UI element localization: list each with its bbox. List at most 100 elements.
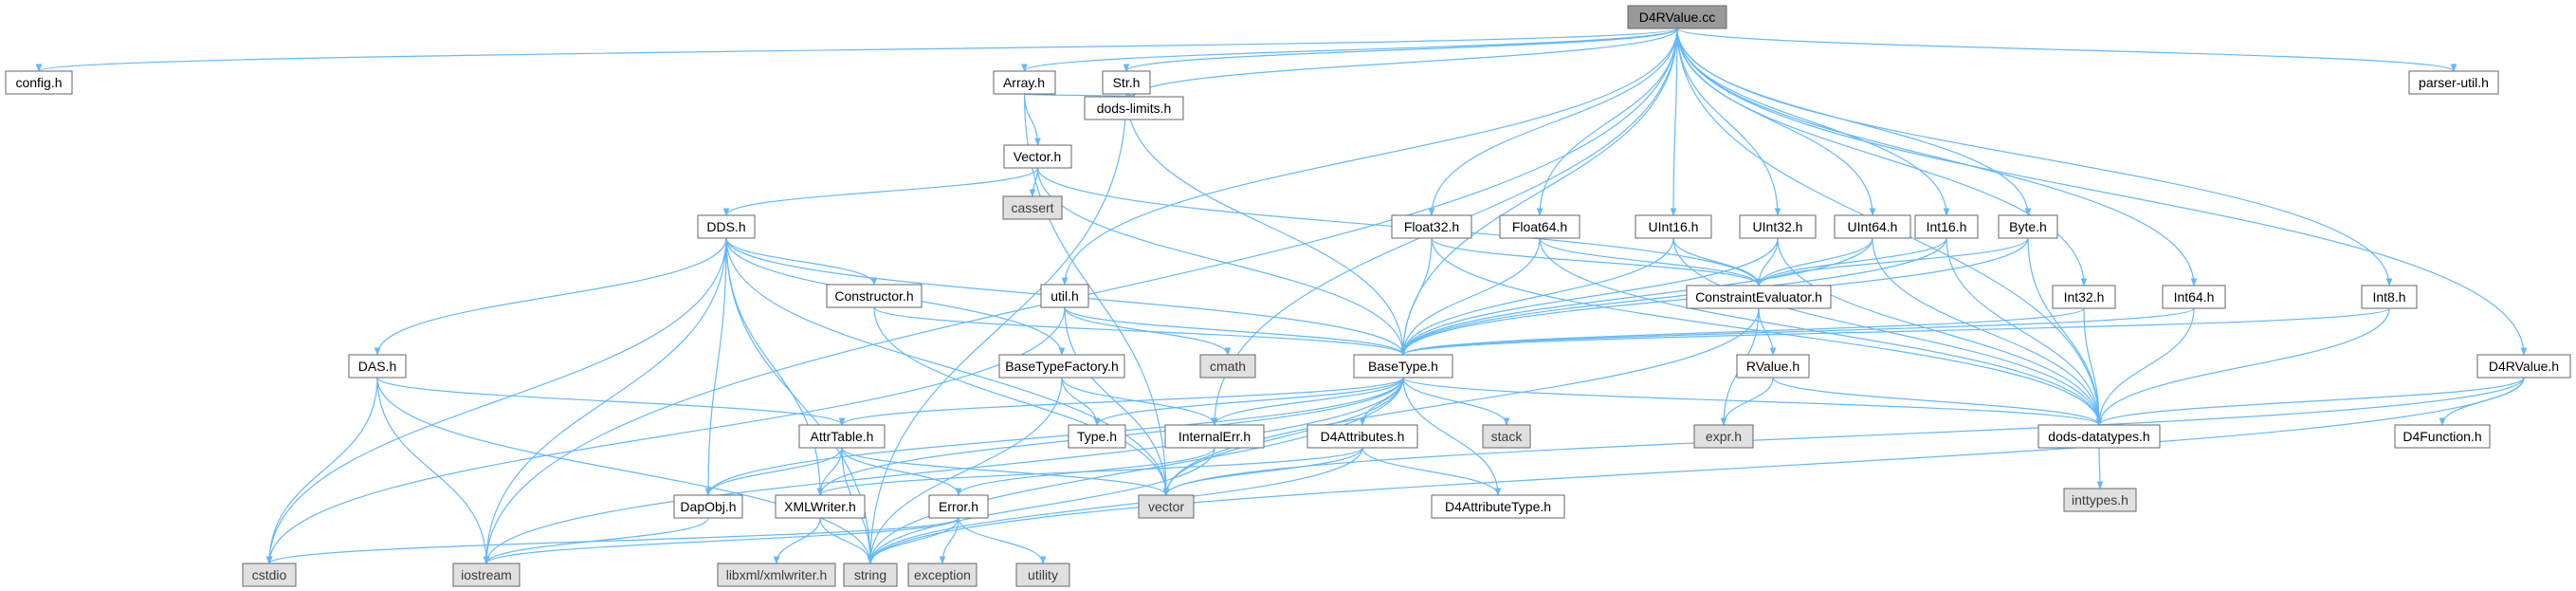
edge-das-h-to-iostream	[376, 377, 490, 564]
node-util-h[interactable]: util.h	[1040, 284, 1089, 308]
node-type-h-label: Type.h	[1077, 429, 1117, 444]
node-str-h-label: Str.h	[1113, 75, 1141, 90]
node-d4function-h[interactable]: D4Function.h	[2394, 424, 2491, 449]
edge-int16-h-to-constraint-evaluator-h	[1755, 237, 1947, 286]
node-error-h[interactable]: Error.h	[928, 494, 989, 519]
node-utility[interactable]: utility	[1015, 563, 1070, 587]
node-array-h[interactable]: Array.h	[993, 70, 1056, 95]
edge-int8-h-to-basetype-h	[1399, 307, 2390, 356]
edge-dds-h-to-dapobj-h	[704, 237, 727, 496]
node-uint32-h-label: UInt32.h	[1753, 219, 1803, 234]
node-str-h[interactable]: Str.h	[1102, 70, 1151, 95]
node-parser-util-h[interactable]: parser-util.h	[2408, 70, 2499, 95]
edge-constraint-evaluator-h-to-rvalue-h	[1758, 307, 1777, 356]
edge-attrtable-h-to-error-h	[841, 447, 962, 496]
edge-basetypefactory-h-to-string	[867, 377, 1063, 564]
node-basetypefactory-h[interactable]: BaseTypeFactory.h	[998, 354, 1125, 379]
node-dods-limits-h[interactable]: dods-limits.h	[1084, 96, 1184, 120]
edge-basetype-h-to-dapobj-h	[704, 377, 1404, 496]
node-d4function-h-label: D4Function.h	[2402, 429, 2481, 444]
edge-root-to-int32-h	[1676, 28, 2088, 286]
node-libxml-xmlwriter-h[interactable]: libxml/xmlwriter.h	[717, 563, 836, 587]
edge-error-h-to-cstdio	[265, 517, 959, 564]
edge-int16-h-to-dods-datatypes-h	[1946, 237, 2103, 426]
node-stack[interactable]: stack	[1482, 424, 1531, 449]
node-d4attributes-h[interactable]: D4Attributes.h	[1306, 424, 1418, 449]
node-cstdio[interactable]: cstdio	[242, 563, 297, 587]
node-string[interactable]: string	[843, 563, 898, 587]
edge-uint64-h-to-constraint-evaluator-h	[1755, 237, 1873, 286]
node-cmath[interactable]: cmath	[1199, 354, 1256, 379]
node-dds-h[interactable]: DDS.h	[697, 214, 756, 239]
node-dods-datatypes-h[interactable]: dods-datatypes.h	[2037, 424, 2161, 449]
edge-root-to-float32-h	[1428, 28, 1678, 216]
node-int64-h[interactable]: Int64.h	[2162, 285, 2226, 309]
node-cassert-label: cassert	[1011, 200, 1053, 215]
node-iostream[interactable]: iostream	[452, 563, 521, 587]
node-d4attributetype-h[interactable]: D4AttributeType.h	[1431, 494, 1565, 519]
edge-basetype-h-to-d4attributetype-h	[1402, 377, 1502, 496]
node-inttypes-h[interactable]: inttypes.h	[2063, 488, 2137, 512]
node-exception-label: exception	[914, 567, 971, 582]
node-rvalue-h[interactable]: RValue.h	[1736, 354, 1810, 379]
node-array-h-label: Array.h	[1003, 75, 1045, 90]
edge-util-h-to-basetype-h	[1064, 306, 1407, 356]
node-float32-h[interactable]: Float32.h	[1391, 214, 1472, 239]
edge-dds-h-to-das-h	[374, 237, 727, 356]
node-xmlwriter-h[interactable]: XMLWriter.h	[775, 494, 866, 519]
node-string-label: string	[854, 567, 886, 582]
node-byte-h[interactable]: Byte.h	[1998, 214, 2058, 239]
edge-uint32-h-to-basetype-h	[1399, 237, 1779, 356]
edge-das-h-to-attrtable-h	[376, 377, 846, 426]
node-uint32-h[interactable]: UInt32.h	[1739, 214, 1817, 239]
edge-basetypefactory-h-to-internalerr-h	[1061, 377, 1218, 426]
node-basetype-h-label: BaseType.h	[1368, 359, 1438, 374]
node-vector-label: vector	[1148, 499, 1184, 514]
node-dods-datatypes-h-label: dods-datatypes.h	[2048, 429, 2149, 444]
node-error-h-label: Error.h	[939, 499, 978, 514]
node-cassert[interactable]: cassert	[1002, 195, 1063, 220]
edge-constructor-h-to-basetype-h	[873, 306, 1407, 356]
node-float64-h[interactable]: Float64.h	[1499, 214, 1580, 239]
node-dapobj-h[interactable]: DapObj.h	[673, 494, 743, 519]
node-type-h[interactable]: Type.h	[1068, 424, 1126, 449]
node-stack-label: stack	[1491, 429, 1524, 444]
node-attrtable-h[interactable]: AttrTable.h	[798, 424, 886, 449]
node-int8-h[interactable]: Int8.h	[2361, 285, 2418, 309]
node-exception[interactable]: exception	[907, 563, 977, 587]
edge-root-to-float64-h	[1536, 28, 1678, 216]
edge-root-to-dods-limits-h	[1130, 28, 1678, 98]
node-root[interactable]: D4RValue.cc	[1627, 5, 1727, 29]
edge-internalerr-h-to-string	[867, 447, 1215, 564]
node-int32-h[interactable]: Int32.h	[2052, 285, 2116, 309]
edge-constraint-evaluator-h-to-vector	[1162, 307, 1760, 496]
edge-util-h-to-cstdio	[265, 306, 1066, 564]
edge-xmlwriter-h-to-libxml-xmlwriter-h	[773, 517, 821, 564]
edge-vector-h-to-basetype-h	[1036, 167, 1407, 356]
edge-int32-h-to-dods-datatypes-h	[2083, 307, 2103, 426]
edge-dds-h-to-cstdio	[265, 237, 727, 564]
edge-rvalue-h-to-dods-datatypes-h	[1772, 377, 2103, 426]
node-das-h[interactable]: DAS.h	[348, 354, 407, 379]
node-vector-h[interactable]: Vector.h	[1003, 144, 1072, 169]
edge-d4attributes-h-to-string	[867, 447, 1363, 564]
edge-util-h-to-cmath	[1064, 306, 1232, 356]
edge-dds-h-to-xmlwriter-h	[725, 237, 824, 496]
edge-root-to-parser-util-h	[1676, 28, 2457, 72]
node-expr-h[interactable]: expr.h	[1693, 424, 1754, 449]
node-d4rvalue-h[interactable]: D4RValue.h	[2476, 354, 2571, 379]
node-attrtable-h-label: AttrTable.h	[811, 429, 874, 444]
edge-basetype-h-to-stack	[1402, 377, 1510, 426]
edge-basetype-h-to-string	[867, 377, 1404, 564]
node-uint16-h[interactable]: UInt16.h	[1635, 214, 1712, 239]
node-config-h[interactable]: config.h	[5, 70, 73, 95]
node-vector[interactable]: vector	[1138, 494, 1195, 519]
node-internalerr-h[interactable]: InternalErr.h	[1164, 424, 1265, 449]
node-int16-h[interactable]: Int16.h	[1914, 214, 1979, 239]
node-uint64-h[interactable]: UInt64.h	[1834, 214, 1911, 239]
node-constructor-h[interactable]: Constructor.h	[826, 284, 923, 308]
node-constraint-evaluator-h[interactable]: ConstraintEvaluator.h	[1686, 285, 1832, 309]
node-basetype-h[interactable]: BaseType.h	[1353, 354, 1453, 379]
edge-str-h-to-basetype-h	[1125, 93, 1407, 356]
